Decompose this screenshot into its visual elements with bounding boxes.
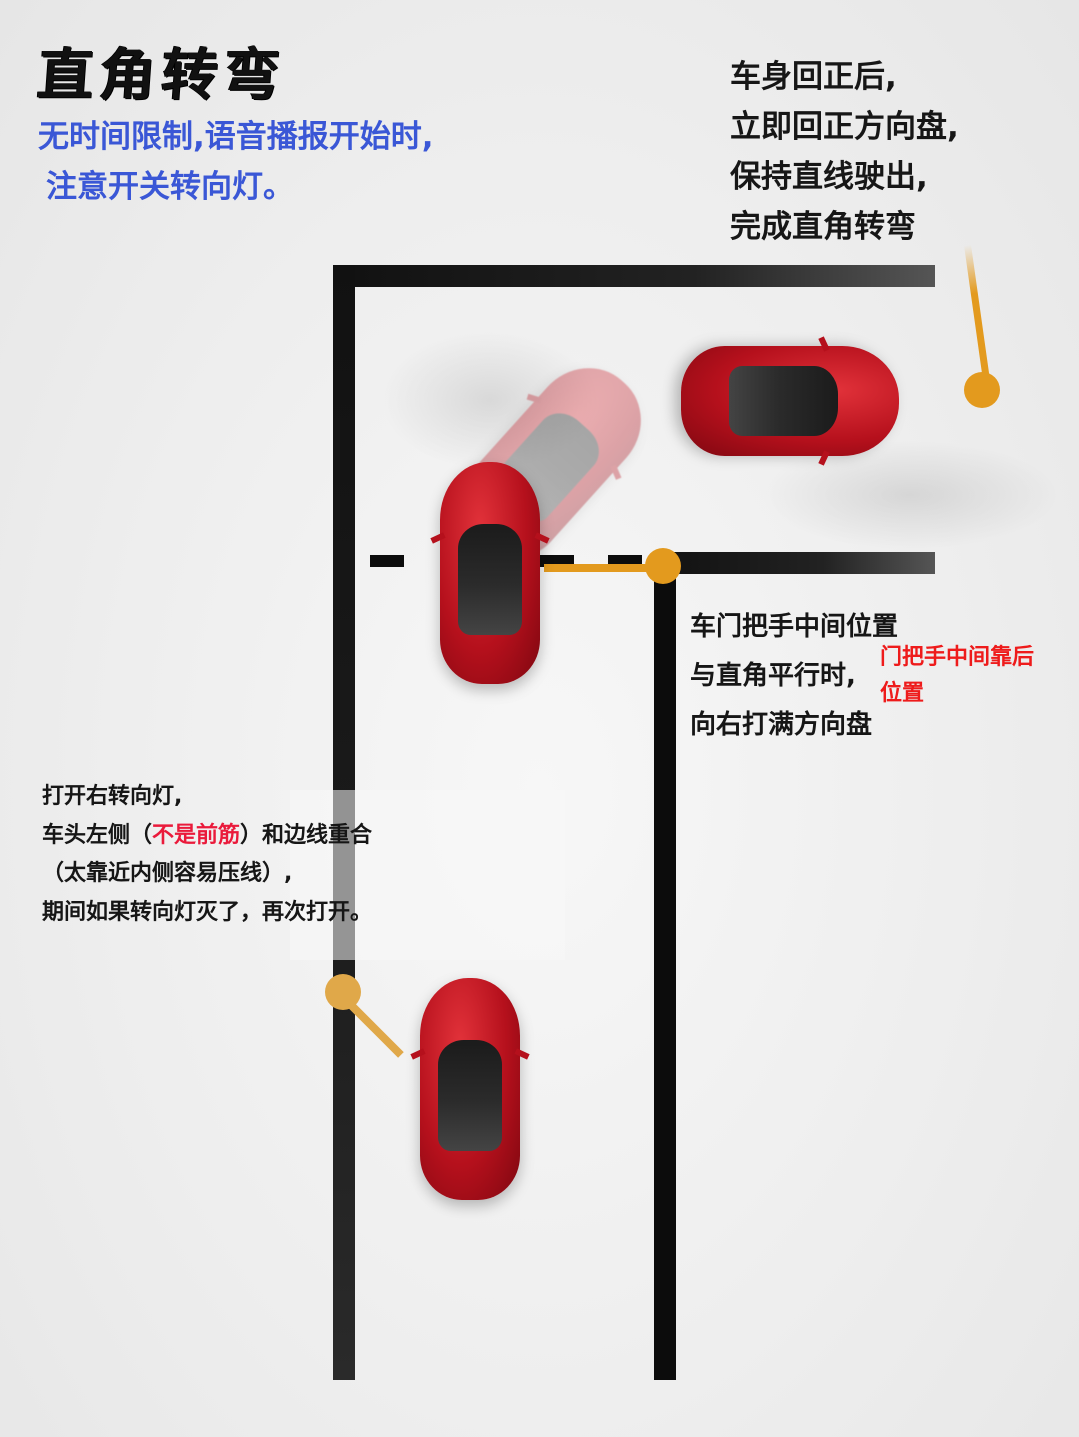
- approach-marker-stick: [347, 1001, 404, 1058]
- subtitle-line-1: 无时间限制,语音播报开始时,: [38, 119, 434, 155]
- approach-line-2-prefix: 车头左侧（: [42, 822, 153, 848]
- car-exiting-icon: [681, 336, 899, 466]
- exit-line-2: 立即回正方向盘,: [730, 109, 959, 145]
- inner-corner-vertical-line: [654, 552, 676, 1380]
- ground-shadow: [380, 330, 600, 470]
- exit-marker-stick: [964, 244, 991, 385]
- exit-line-4: 完成直角转弯: [730, 209, 916, 245]
- turn-line-2: 与直角平行时,: [690, 661, 856, 691]
- approach-line-3: （太靠近内侧容易压线）,: [42, 861, 293, 886]
- turn-note-line-1: 门把手中间靠后: [880, 645, 1035, 670]
- exit-line-1: 车身回正后,: [730, 59, 897, 95]
- door-handle-marker-dot: [645, 548, 681, 584]
- approach-warning-highlight: 不是前筋: [152, 822, 241, 848]
- inner-corner-horizontal-line: [655, 552, 935, 574]
- approach-line-1: 打开右转向灯,: [42, 784, 183, 809]
- turn-note: 门把手中间靠后 位置: [880, 640, 1034, 712]
- turn-line-3: 向右打满方向盘: [690, 710, 873, 740]
- turn-note-line-2: 位置: [880, 681, 925, 706]
- outer-top-boundary-line: [333, 265, 935, 287]
- door-handle-marker-stick: [544, 564, 666, 572]
- dashed-stop-mark: [370, 555, 404, 567]
- turn-line-1: 车门把手中间位置: [690, 612, 899, 642]
- exit-instruction: 车身回正后, 立即回正方向盘, 保持直线驶出, 完成直角转弯: [730, 52, 959, 252]
- turn-instruction: 车门把手中间位置 与直角平行时, 向右打满方向盘: [690, 603, 898, 750]
- approach-line-2-suffix: ）和边线重合: [240, 822, 373, 848]
- page-title: 直角转弯: [35, 42, 288, 108]
- subtitle-line-2: 注意开关转向灯。: [46, 169, 294, 205]
- text-backdrop: [290, 790, 565, 960]
- approach-line-2: 车头左侧（不是前筋）和边线重合: [42, 817, 372, 856]
- exit-line-3: 保持直线驶出,: [730, 159, 928, 195]
- exit-marker-dot: [964, 372, 1000, 408]
- approach-instruction: 打开右转向灯, 车头左侧（不是前筋）和边线重合 （太靠近内侧容易压线）, 期间如…: [42, 778, 372, 932]
- approach-marker-dot: [325, 974, 361, 1010]
- approach-line-4: 期间如果转向灯灭了，再次打开。: [42, 899, 373, 925]
- car-at-turn-point-icon: [430, 462, 550, 684]
- ground-shadow: [760, 440, 1060, 550]
- subtitle: 无时间限制,语音播报开始时, 注意开关转向灯。: [38, 112, 434, 212]
- car-approaching-icon: [410, 978, 530, 1200]
